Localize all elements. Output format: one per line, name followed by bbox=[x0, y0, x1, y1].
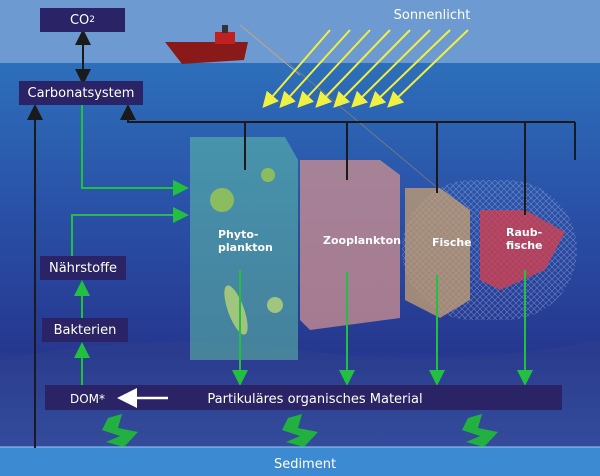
nutrient-flow-arrows bbox=[71, 105, 533, 386]
phytoplankton-label-line1: Phyto- bbox=[218, 228, 259, 241]
sunlight-arrows bbox=[262, 29, 469, 109]
predatory-fish-label: Raub- fische bbox=[506, 226, 543, 252]
zooplankton-block bbox=[300, 160, 400, 330]
sunlight-label: Sonnenlicht bbox=[394, 8, 471, 23]
predatory-fish-label-line2: fische bbox=[506, 239, 543, 252]
dom-label: DOM* bbox=[70, 392, 105, 406]
phytoplankton-block bbox=[190, 137, 298, 360]
predatory-fish-block bbox=[480, 210, 565, 290]
sinking-arrow-icons bbox=[102, 414, 498, 447]
carbonate-system-box: Carbonatsystem bbox=[19, 81, 143, 105]
phytoplankton-label: Phyto- plankton bbox=[218, 228, 273, 254]
predatory-fish-label-line1: Raub- bbox=[506, 226, 543, 239]
sediment-label: Sediment bbox=[274, 457, 336, 472]
co2-subscript: 2 bbox=[89, 15, 96, 25]
zooplankton-label: Zooplankton bbox=[323, 234, 401, 247]
pom-label: Partikuläres organisches Material bbox=[207, 392, 422, 407]
co2-label: CO bbox=[69, 12, 90, 28]
bacteria-box: Bakterien bbox=[42, 318, 128, 342]
phytoplankton-label-line2: plankton bbox=[218, 241, 273, 254]
nutrients-box: Nährstoffe bbox=[40, 256, 126, 280]
sediment-band bbox=[0, 447, 600, 476]
research-ship-icon bbox=[165, 24, 441, 191]
fish-label: Fische bbox=[432, 236, 472, 249]
fish-block bbox=[405, 188, 470, 318]
carbon-return-lines bbox=[27, 29, 576, 448]
